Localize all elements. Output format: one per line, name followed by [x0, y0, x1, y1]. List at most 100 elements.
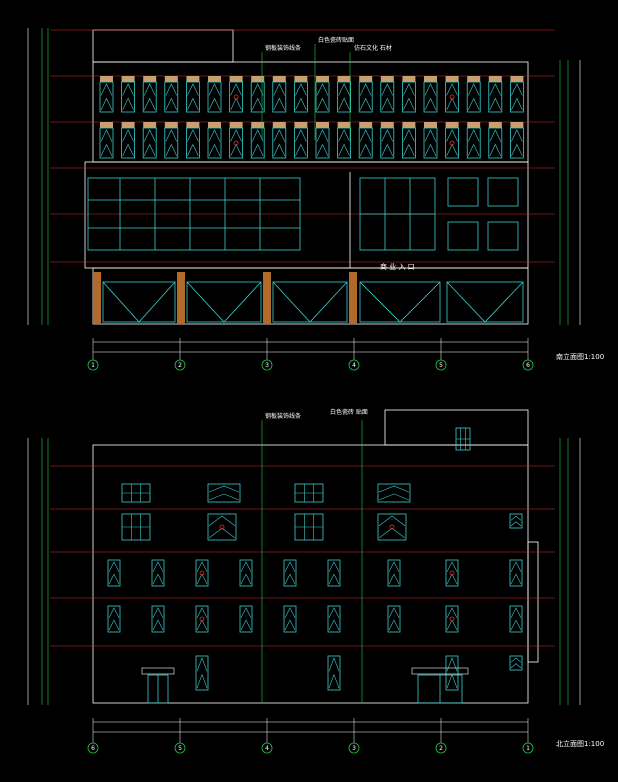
window-frame [142, 81, 157, 113]
window-arrow [208, 83, 221, 96]
window [327, 559, 341, 587]
window-arrow [108, 607, 120, 618]
window-arrow [388, 573, 400, 585]
window-frame [283, 605, 297, 633]
window [327, 655, 341, 691]
window-arrow [489, 143, 502, 157]
window [445, 605, 459, 633]
window-arrow [273, 97, 286, 111]
axis-label: 6 [526, 362, 530, 369]
window [164, 122, 179, 159]
window-arrow [230, 83, 242, 96]
window-arrow [467, 143, 480, 157]
window-head [488, 122, 502, 128]
window-frame [387, 605, 401, 633]
window-head [100, 76, 113, 82]
window-head [402, 76, 416, 82]
window-arrow [328, 673, 340, 689]
window-arrow [403, 97, 415, 111]
window [423, 76, 438, 113]
window-arrow [424, 97, 437, 111]
axis-label: 3 [265, 362, 269, 369]
window [142, 122, 157, 159]
window-arrow [510, 561, 522, 572]
window-arrow [208, 485, 240, 493]
window-arrow [187, 83, 199, 96]
window-head [380, 76, 394, 82]
window-head [208, 76, 221, 82]
window-arrow [511, 83, 523, 96]
window-arrow [446, 97, 458, 111]
axis-bubble [348, 359, 360, 371]
window-frame [207, 483, 241, 503]
axis-bubble [522, 742, 534, 754]
window-arrow [403, 129, 415, 142]
window-arrow [122, 83, 134, 96]
window-head [424, 122, 437, 128]
window-arrow [251, 97, 264, 111]
window [272, 76, 287, 113]
window-marker [199, 616, 205, 622]
window [185, 122, 200, 159]
window-head [337, 76, 351, 82]
axis-label: 1 [526, 745, 530, 752]
window [358, 76, 373, 113]
window-arrow [388, 607, 400, 618]
window-arrow [251, 129, 264, 142]
window-frame [509, 513, 523, 529]
window-frame [107, 559, 121, 587]
window [509, 513, 523, 529]
window-frame [229, 81, 244, 113]
window-arrow [240, 607, 252, 618]
window [293, 122, 308, 159]
window-arrow [328, 561, 340, 572]
axis-bubble [348, 742, 360, 754]
front-annotation-2: 白色瓷砖贴面 [318, 36, 354, 44]
window-frame [423, 127, 438, 159]
window-arrow [511, 143, 523, 157]
window-arrow [208, 493, 240, 501]
window [509, 605, 523, 633]
window-frame [445, 127, 460, 159]
window [315, 76, 330, 113]
axis-bubble [87, 742, 99, 754]
window-frame [151, 559, 165, 587]
window-arrow [338, 83, 350, 96]
window-arrow [143, 129, 156, 142]
window [377, 513, 407, 541]
window-arrow [284, 619, 296, 631]
window-arrow [251, 83, 264, 96]
window [195, 655, 209, 691]
window-frame [99, 81, 114, 113]
window-head [121, 122, 135, 128]
window [423, 122, 438, 159]
window [239, 559, 253, 587]
window-frame [195, 559, 209, 587]
window-head [380, 122, 394, 128]
window-arrow [446, 573, 458, 585]
window-frame [164, 127, 179, 159]
window-frame [358, 81, 373, 113]
window [272, 122, 287, 159]
window-head [445, 76, 459, 82]
window [445, 559, 459, 587]
window-frame [401, 81, 416, 113]
rear-building-outline [92, 409, 539, 704]
window-arrow [208, 515, 236, 526]
window-arrow [359, 129, 372, 142]
window-arrow [316, 97, 329, 111]
window-arrow [187, 143, 199, 157]
window-arrow [510, 607, 522, 618]
window-frame [272, 81, 287, 113]
window-arrow [316, 83, 329, 96]
window-arrow [230, 129, 242, 142]
window [151, 605, 165, 633]
window-arrow [122, 129, 134, 142]
window [99, 76, 114, 113]
window-arrow [196, 573, 208, 585]
window-arrow [196, 607, 208, 618]
window-head [186, 76, 200, 82]
window-arrow [240, 573, 252, 585]
window-arrow [143, 97, 156, 111]
